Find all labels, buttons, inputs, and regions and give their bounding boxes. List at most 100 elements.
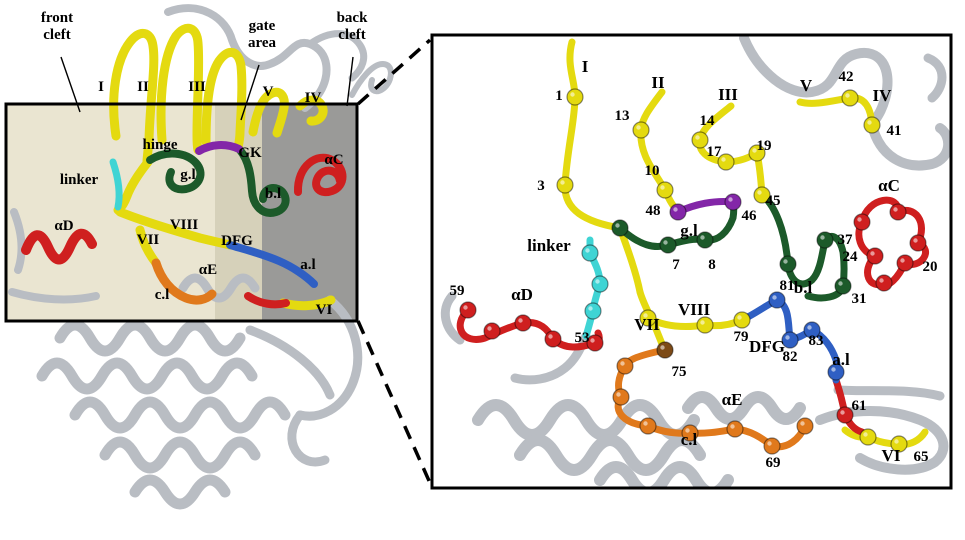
right-zoom-box: [430, 33, 953, 490]
residue-number-label: 31: [852, 291, 867, 307]
residue-sphere-yellow: [632, 121, 650, 139]
residue-number-label: 65: [914, 449, 929, 465]
residue-number-label: 19: [757, 138, 772, 154]
sphere-highlight: [913, 238, 918, 243]
residue-sphere-cyan: [584, 302, 602, 320]
ribbon-segment: [109, 158, 123, 211]
left-feature-label: V: [263, 84, 274, 100]
sphere-highlight: [783, 259, 788, 264]
sphere-highlight: [752, 148, 757, 153]
ribbon-segment: [164, 4, 331, 112]
sphere-highlight: [595, 279, 600, 284]
ribbon-segment: [195, 141, 243, 155]
sphere-highlight: [700, 235, 705, 240]
residue-sphere-yellow: [841, 89, 859, 107]
ribbon-segment: [69, 396, 291, 434]
left-feature-label: αE: [199, 262, 217, 278]
residue-number-label: 69: [766, 455, 781, 471]
right-feature-label: g.l: [680, 221, 698, 240]
sphere-highlight: [870, 251, 875, 256]
residue-number-label: 59: [450, 283, 465, 299]
right-feature-label: DFG: [749, 337, 785, 356]
residue-sphere-yellow: [656, 181, 674, 199]
ribbon-segment: [54, 319, 246, 357]
sphere-highlight: [590, 338, 595, 343]
residue-sphere-yellow: [556, 176, 574, 194]
left-box-regions: [6, 104, 357, 321]
sphere-highlight: [737, 315, 742, 320]
sphere-highlight: [487, 326, 492, 331]
ribbon-segment: [287, 410, 330, 467]
sphere-highlight: [585, 248, 590, 253]
residue-number-label: 37: [838, 232, 854, 248]
residue-number-label: 45: [766, 193, 781, 209]
left-feature-label: b.l: [265, 186, 281, 202]
left-gray-ribbons: [8, 4, 394, 510]
ribbon-segment: [115, 207, 235, 250]
sphere-highlight: [570, 92, 575, 97]
residue-number-label: 20: [923, 259, 938, 275]
ribbon-segment: [201, 47, 247, 153]
sphere-highlight: [807, 325, 812, 330]
residue-number-label: 24: [843, 249, 859, 265]
left-feature-label: III: [188, 79, 206, 95]
right-feature-label: linker: [527, 236, 571, 255]
residue-number-label: 48: [646, 203, 661, 219]
residue-number-label: 42: [839, 69, 854, 85]
right-feature-label: II: [651, 73, 665, 92]
sphere-highlight: [867, 120, 872, 125]
right-gray-ribbons: [440, 35, 951, 488]
sphere-highlight: [845, 93, 850, 98]
sphere-highlight: [588, 306, 593, 311]
ribbon-segment: [293, 153, 347, 197]
residue-sphere-yellow: [696, 316, 714, 334]
sphere-highlight: [463, 305, 468, 310]
sphere-highlight: [548, 334, 553, 339]
ribbon-segment: [923, 53, 947, 103]
sphere-highlight: [900, 258, 905, 263]
sphere-highlight: [663, 240, 668, 245]
left-colored-ribbons: [21, 23, 347, 311]
residue-sphere-green: [779, 255, 797, 273]
zoom-connector-lines: [356, 38, 432, 484]
left-feature-label: αC: [324, 152, 343, 168]
residue-sphere-green: [696, 231, 714, 249]
residue-number-label: 82: [783, 349, 798, 365]
residue-sphere-red: [514, 314, 532, 332]
left-feature-label: II: [137, 79, 149, 95]
sphere-highlight: [673, 207, 678, 212]
ribbon-segment: [739, 35, 893, 130]
ribbon-segment: [561, 38, 624, 232]
ribbon-segment: [867, 120, 951, 171]
residue-sphere-orange: [639, 417, 657, 435]
region-leader-line: [346, 56, 354, 107]
left-feature-label: IV: [305, 90, 322, 106]
residue-sphere-red: [889, 203, 907, 221]
right-feature-label: IV: [873, 86, 893, 105]
ribbon-segment: cleft: [43, 27, 70, 43]
sphere-highlight: [620, 361, 625, 366]
residue-sphere-orange: [726, 420, 744, 438]
ribbon-segment: [156, 23, 204, 155]
ribbon-segment: [36, 357, 258, 395]
left-feature-label: GK: [238, 145, 262, 161]
residue-sphere-orange: [616, 357, 634, 375]
sphere-highlight: [643, 421, 648, 426]
sphere-highlight: [767, 441, 772, 446]
residue-sphere-yellow: [859, 428, 877, 446]
sphere-highlight: [772, 295, 777, 300]
residue-number-label: 53: [575, 330, 590, 346]
ribbon-segment: [833, 385, 945, 401]
right-feature-label: V: [800, 76, 813, 95]
left-feature-label: a.l: [300, 257, 315, 273]
right-feature-label: VII: [634, 315, 660, 334]
residue-number-label: 41: [887, 123, 902, 139]
residue-number-label: 79: [734, 329, 749, 345]
residue-sphere-green: [816, 231, 834, 249]
residue-number-label: 10: [645, 163, 660, 179]
ribbon-segment: [129, 474, 231, 510]
